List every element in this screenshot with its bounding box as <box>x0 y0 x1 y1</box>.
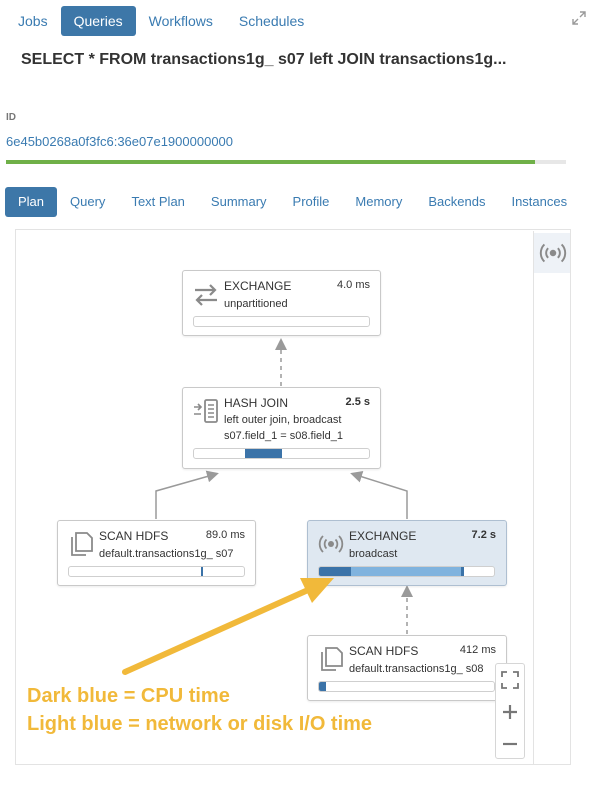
tab-text-plan[interactable]: Text Plan <box>131 194 185 209</box>
progress-bar <box>6 160 566 164</box>
plus-icon <box>503 705 517 719</box>
tab-query[interactable]: Query <box>70 194 106 209</box>
zoom-controls <box>495 663 525 759</box>
scan-hdfs-icon <box>71 532 93 556</box>
node-exchange-unpartitioned[interactable]: EXCHANGE 4.0 ms unpartitioned <box>182 270 381 336</box>
tab-summary[interactable]: Summary <box>210 194 267 209</box>
zoom-out-button[interactable] <box>496 728 524 760</box>
plan-edges <box>155 338 413 634</box>
tab-memory[interactable]: Memory <box>355 194 403 209</box>
node-detail: default.transactions1g_ s07 <box>99 548 234 560</box>
node-time: 4.0 ms <box>336 279 370 291</box>
node-time: 7.2 s <box>471 529 496 541</box>
node-detail: left outer join, broadcast <box>224 414 342 426</box>
cpu-segment <box>201 567 203 576</box>
node-scan-hdfs-s07[interactable]: SCAN HDFS 89.0 ms default.transactions1g… <box>57 520 256 586</box>
tab-profile[interactable]: Profile <box>292 194 330 209</box>
node-timing-bar <box>193 448 370 459</box>
tab-jobs[interactable]: Jobs <box>18 13 48 29</box>
broadcast-toggle-button[interactable] <box>534 233 570 273</box>
tab-plan[interactable]: Plan <box>5 187 58 217</box>
tab-queries[interactable]: Queries <box>60 6 136 36</box>
node-hash-join[interactable]: HASH JOIN 2.5 s left outer join, broadca… <box>182 387 381 469</box>
cpu-segment-2 <box>460 567 465 576</box>
node-detail: broadcast <box>349 548 398 560</box>
node-time: 412 ms <box>459 644 496 656</box>
query-id-link[interactable]: 6e45b0268a0f3fc6:36e07e1900000000 <box>6 134 234 149</box>
node-detail-2: s07.field_1 = s08.field_1 <box>224 430 343 442</box>
cpu-segment <box>319 567 351 576</box>
node-title: EXCHANGE <box>224 279 292 293</box>
node-detail: unpartitioned <box>224 298 288 310</box>
cpu-segment <box>244 449 282 458</box>
node-title: EXCHANGE <box>349 529 417 543</box>
tab-workflows[interactable]: Workflows <box>148 13 213 29</box>
node-detail: default.transactions1g_ s08 <box>349 663 484 675</box>
side-rail <box>533 231 570 764</box>
node-timing-bar <box>193 316 370 327</box>
node-timing-bar <box>68 566 245 577</box>
fit-screen-icon <box>501 671 519 689</box>
expand-icon[interactable] <box>572 11 586 25</box>
node-title: SCAN HDFS <box>99 529 169 543</box>
node-title: HASH JOIN <box>224 396 289 410</box>
tab-schedules[interactable]: Schedules <box>238 13 305 29</box>
node-timing-bar <box>318 566 495 577</box>
minus-icon <box>503 742 517 746</box>
io-segment <box>350 567 461 576</box>
node-timing-bar <box>318 681 495 692</box>
edge-exchange-to-join <box>350 470 408 519</box>
broadcast-icon <box>318 535 344 553</box>
node-exchange-broadcast[interactable]: EXCHANGE 7.2 s broadcast <box>307 520 507 586</box>
top-tabs: Jobs Queries Workflows Schedules <box>5 6 317 36</box>
node-time: 2.5 s <box>345 396 370 408</box>
scan-hdfs-icon <box>321 647 343 671</box>
annotation-line-1: Dark blue = CPU time <box>27 685 230 707</box>
plan-graph[interactable]: EXCHANGE 4.0 ms unpartitioned HASH JOIN … <box>15 229 571 765</box>
zoom-in-button[interactable] <box>496 696 524 728</box>
query-title: SELECT * FROM transactions1g_ s07 left J… <box>21 51 507 68</box>
progress-fill <box>6 160 536 164</box>
broadcast-icon <box>539 243 566 263</box>
node-title: SCAN HDFS <box>349 644 419 658</box>
edge-scan-left-to-join <box>155 470 219 519</box>
tab-instances[interactable]: Instances <box>511 194 568 209</box>
detail-tabs: Plan Query Text Plan Summary Profile Mem… <box>5 187 580 217</box>
cpu-segment <box>319 682 326 691</box>
id-label: ID <box>6 112 16 123</box>
node-scan-hdfs-s08[interactable]: SCAN HDFS 412 ms default.transactions1g_… <box>307 635 507 701</box>
exchange-icon <box>195 284 217 306</box>
hash-join-icon <box>194 399 218 423</box>
fit-screen-button[interactable] <box>496 664 524 696</box>
annotation-line-2: Light blue = network or disk I/O time <box>27 713 373 735</box>
node-time: 89.0 ms <box>205 529 245 541</box>
tab-backends[interactable]: Backends <box>428 194 486 209</box>
